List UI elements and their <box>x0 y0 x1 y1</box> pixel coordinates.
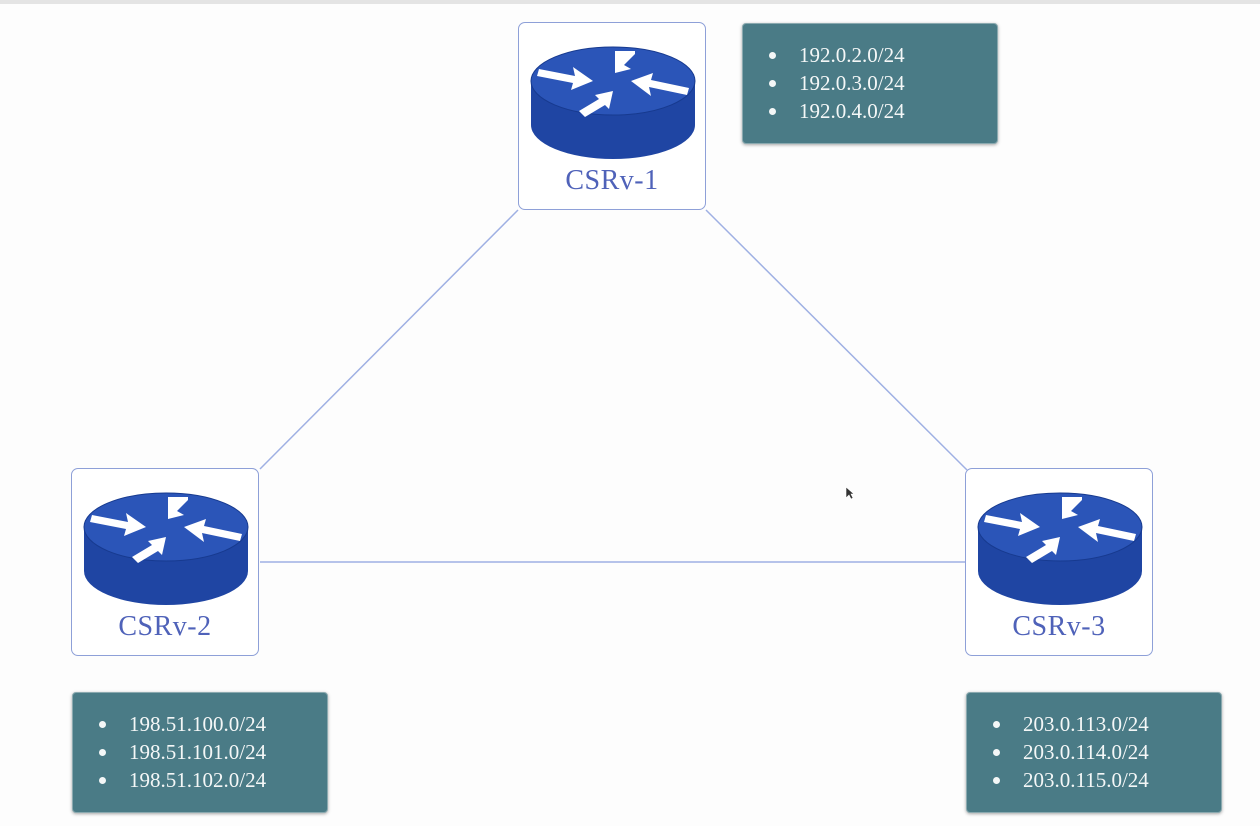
subnet-list-csrv1: 192.0.2.0/24 192.0.3.0/24 192.0.4.0/24 <box>742 23 998 144</box>
subnet-text: 192.0.2.0/24 <box>799 43 905 67</box>
router-node-csrv3[interactable]: CSRv-3 <box>965 468 1153 656</box>
bullet-icon <box>993 749 1000 756</box>
router-icon <box>527 43 699 167</box>
bullet-icon <box>993 721 1000 728</box>
subnet-text: 203.0.115.0/24 <box>1023 768 1149 792</box>
router-icon <box>80 489 252 613</box>
subnet-text: 203.0.114.0/24 <box>1023 740 1149 764</box>
subnet-item: 198.51.100.0/24 <box>99 710 327 738</box>
router-node-csrv2[interactable]: CSRv-2 <box>71 468 259 656</box>
subnet-text: 192.0.3.0/24 <box>799 71 905 95</box>
subnet-text: 192.0.4.0/24 <box>799 99 905 123</box>
subnet-text: 203.0.113.0/24 <box>1023 712 1149 736</box>
mouse-cursor-icon <box>845 486 855 500</box>
bullet-icon <box>769 80 776 87</box>
subnet-item: 192.0.4.0/24 <box>769 97 997 125</box>
bullet-icon <box>99 777 106 784</box>
router-label: CSRv-1 <box>565 165 659 196</box>
subnet-list-csrv2: 198.51.100.0/24 198.51.101.0/24 198.51.1… <box>72 692 328 813</box>
bullet-icon <box>99 749 106 756</box>
subnet-text: 198.51.101.0/24 <box>129 740 267 764</box>
bullet-icon <box>769 52 776 59</box>
subnet-text: 198.51.102.0/24 <box>129 768 267 792</box>
subnet-item: 192.0.2.0/24 <box>769 41 997 69</box>
router-label: CSRv-2 <box>118 611 212 642</box>
subnet-item: 198.51.102.0/24 <box>99 766 327 794</box>
bullet-icon <box>99 721 106 728</box>
router-node-csrv1[interactable]: CSRv-1 <box>518 22 706 210</box>
bullet-icon <box>769 108 776 115</box>
router-label: CSRv-3 <box>1012 611 1106 642</box>
subnet-item: 203.0.114.0/24 <box>993 738 1221 766</box>
subnet-item: 192.0.3.0/24 <box>769 69 997 97</box>
subnet-item: 198.51.101.0/24 <box>99 738 327 766</box>
subnet-item: 203.0.113.0/24 <box>993 710 1221 738</box>
router-icon <box>974 489 1146 613</box>
link-csrv1-csrv2 <box>259 209 519 470</box>
bullet-icon <box>993 777 1000 784</box>
subnet-text: 198.51.100.0/24 <box>129 712 267 736</box>
subnet-item: 203.0.115.0/24 <box>993 766 1221 794</box>
subnet-list-csrv3: 203.0.113.0/24 203.0.114.0/24 203.0.115.… <box>966 692 1222 813</box>
link-csrv1-csrv3 <box>705 209 968 471</box>
top-strip <box>0 0 1260 4</box>
